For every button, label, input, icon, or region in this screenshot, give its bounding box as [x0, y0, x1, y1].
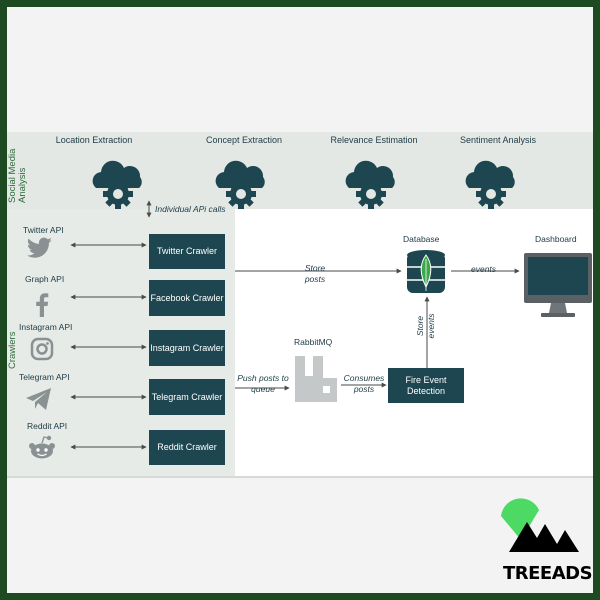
- rabbitmq-label: RabbitMQ: [294, 337, 333, 347]
- individual-api-calls-label: Individual APi calls: [155, 204, 226, 214]
- reddit-icon: [27, 435, 57, 466]
- instagram-icon: [30, 337, 54, 366]
- store-events-label: Store events: [415, 311, 437, 341]
- api-label-twitter: Twitter API: [23, 225, 64, 235]
- mongodb-icon: [405, 249, 447, 300]
- store-posts-label: Store posts: [302, 263, 328, 285]
- api-label-graph: Graph API: [25, 274, 65, 284]
- cloud-gear-icon: [215, 158, 267, 215]
- crawler-box-twitter: Twitter Crawler: [149, 234, 225, 269]
- rabbitmq-icon: [293, 354, 341, 409]
- consumes-posts-text: Consumes posts: [343, 373, 385, 394]
- fire-event-detection-box: Fire Event Detection: [388, 368, 464, 403]
- database-label: Database: [403, 234, 440, 244]
- divider: [7, 476, 593, 478]
- analysis-label-location: Location Extraction: [55, 135, 133, 145]
- fire-event-text: Fire Event Detection: [405, 374, 447, 396]
- treeads-logo-text: TREEADS: [503, 563, 593, 584]
- telegram-icon: [25, 387, 53, 416]
- push-posts-text: Push posts to queue: [237, 373, 289, 394]
- analysis-label-concept: Concept Extraction: [205, 135, 283, 145]
- analysis-label-relevance: Relevance Estimation: [330, 135, 418, 145]
- consumes-posts-label: Consumes posts: [340, 373, 388, 395]
- connector-layer: [70, 200, 520, 450]
- facebook-icon: [35, 291, 49, 322]
- cloud-gear-icon: [465, 158, 517, 215]
- crawler-box-facebook: Facebook Crawler: [149, 280, 225, 316]
- diagram-canvas: Social Media Analysis Crawlers Location …: [7, 7, 593, 593]
- crawler-box-telegram: Telegram Crawler: [149, 379, 225, 415]
- monitor-icon: [523, 252, 593, 325]
- cloud-gear-icon: [92, 158, 144, 215]
- treeads-logo: [499, 494, 585, 561]
- store-events-text: Store events: [415, 313, 436, 339]
- api-label-reddit: Reddit API: [27, 421, 68, 431]
- push-posts-label: Push posts to queue: [237, 373, 289, 395]
- twitter-icon: [27, 237, 53, 264]
- store-posts-text: Store posts: [304, 263, 326, 284]
- events-label: events: [471, 264, 497, 274]
- dashboard-label: Dashboard: [535, 234, 577, 244]
- api-label-telegram: Telegram API: [19, 372, 70, 382]
- analysis-label-sentiment: Sentiment Analysis: [459, 135, 537, 145]
- api-label-instagram: Instagram API: [19, 322, 73, 332]
- cloud-gear-icon: [345, 158, 397, 215]
- crawler-box-instagram: Instagram Crawler: [149, 330, 225, 366]
- crawler-box-reddit: Reddit Crawler: [149, 430, 225, 465]
